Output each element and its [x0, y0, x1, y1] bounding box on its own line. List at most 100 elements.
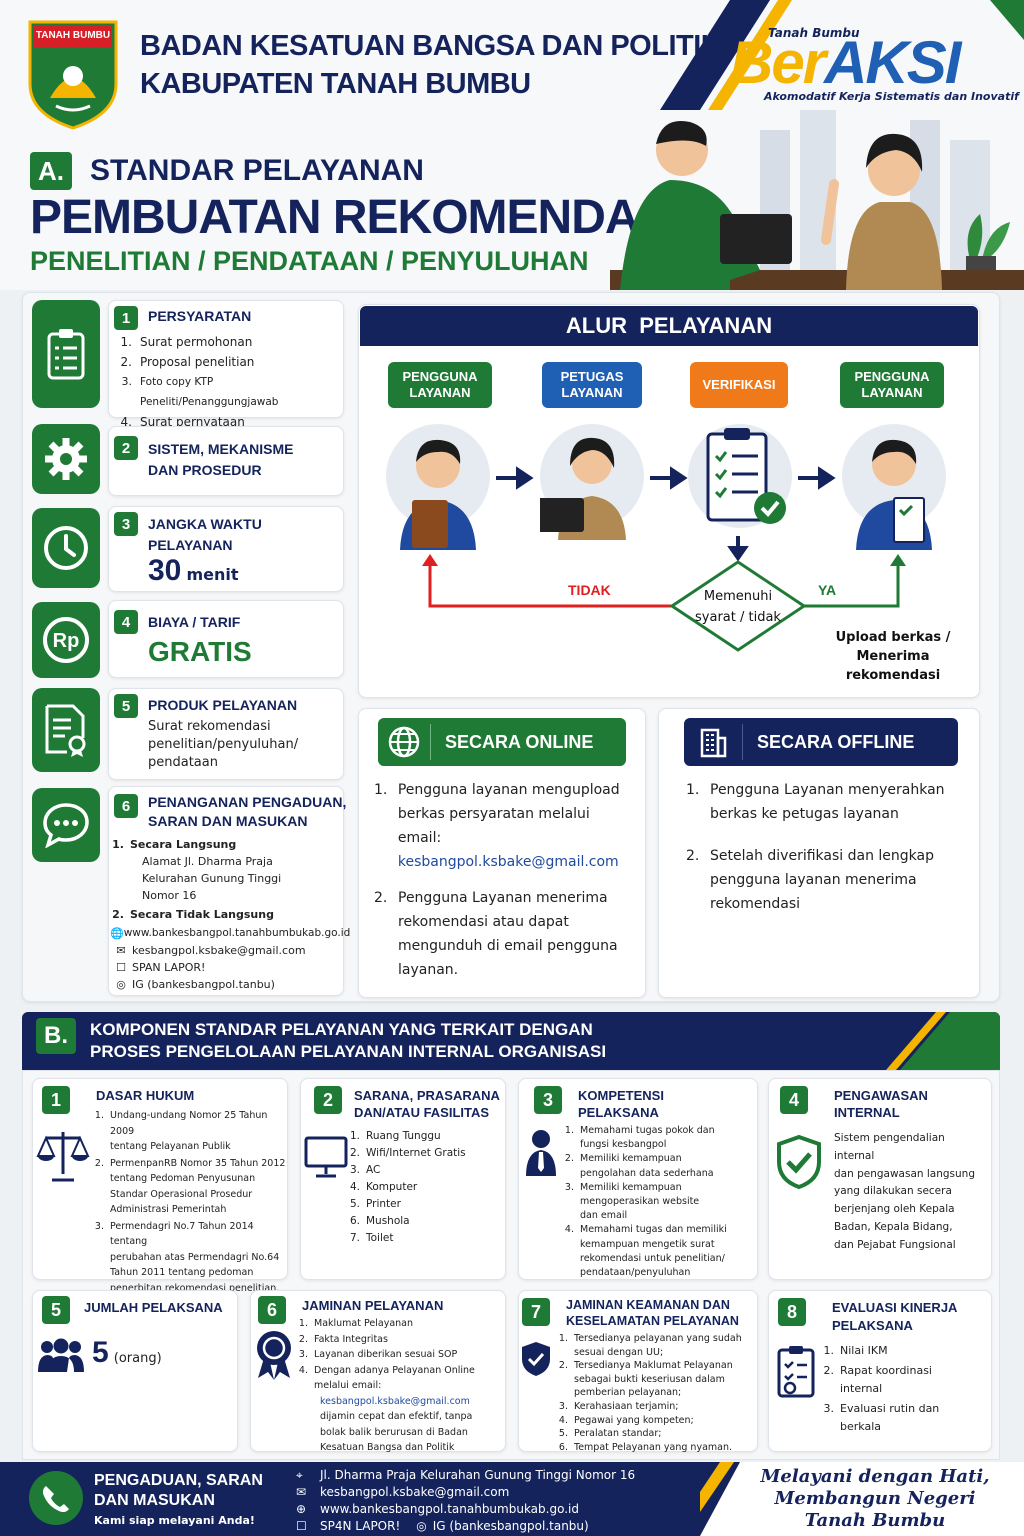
security-guarantee-title-line1: JAMINAN KEAMANAN DAN — [566, 1298, 730, 1312]
list-item: 2.Proposal penelitian — [120, 355, 255, 369]
fee-value: GRATIS — [148, 636, 252, 667]
time-title-line1: JANGKA WAKTU — [148, 516, 262, 532]
competence-title-line2: PELAKSANA — [578, 1105, 659, 1120]
section-b-banner — [22, 1012, 1000, 1070]
shield-check-icon — [777, 1134, 821, 1190]
lapor-icon: ☐ — [296, 1519, 307, 1533]
globe-icon: 🌐 — [110, 927, 124, 940]
list-item: 4.Pegawai yang kompeten; — [558, 1414, 694, 1426]
section-b-title-line2: PROSES PENGELOLAAN PELAYANAN INTERNAL OR… — [90, 1042, 607, 1061]
item-number: 1 — [114, 306, 138, 330]
staff-count-unit: (orang) — [113, 1351, 162, 1366]
security-guarantee-card — [518, 1290, 758, 1452]
clock-icon — [44, 526, 88, 570]
span-lapor-link[interactable]: SPAN LAPOR! — [132, 961, 206, 974]
footer-website-link[interactable]: www.bankesbangpol.tanahbumbukab.go.id — [320, 1502, 579, 1516]
item-number: 6 — [114, 794, 138, 818]
building-icon — [684, 726, 742, 758]
brand-aksi: AKSI — [824, 29, 961, 96]
item-number: 4 — [114, 610, 138, 634]
footer — [0, 1462, 1024, 1536]
section-a-subtitle: PENELITIAN / PENDATAAN / PENYULUHAN — [30, 246, 589, 276]
system-card — [108, 426, 344, 496]
legal-basis-title: DASAR HUKUM — [96, 1088, 195, 1103]
list-item: 6.Tempat Pelayanan yang nyaman. — [558, 1441, 733, 1453]
footer-title-line1: PENGADUAN, SARAN — [94, 1472, 263, 1489]
org-name-line1: BADAN KESATUAN BANGSA DAN POLITIK — [140, 30, 722, 62]
instagram-icon: ◎ — [116, 978, 126, 991]
user-final-figure — [856, 439, 932, 550]
section-a-title1: STANDAR PELAYANAN — [90, 154, 424, 187]
list-item: 1.Surat permohonan — [120, 335, 253, 349]
item-number: 2 — [114, 436, 138, 460]
email-link[interactable]: kesbangpol.ksbake@gmail.com — [132, 944, 306, 957]
globe-icon: ⊕ — [296, 1502, 307, 1516]
item-number: 3 — [114, 512, 138, 536]
item-number: 5 — [42, 1296, 70, 1324]
brand-ber: Ber — [730, 29, 826, 96]
email-icon: ✉ — [296, 1485, 307, 1499]
list-item: 4.Komputer — [349, 1181, 418, 1193]
offline-steps: 1. Pengguna Layanan menyerahkan berkas k… — [686, 782, 945, 912]
list-item: 1.Ruang Tunggu — [349, 1130, 441, 1142]
emblem-text: TANAH BUMBU — [35, 30, 111, 41]
supervision-title-line2: INTERNAL — [834, 1105, 900, 1120]
clipboard-icon — [47, 329, 85, 380]
certificate-icon — [45, 704, 86, 757]
award-badge-icon — [257, 1331, 291, 1380]
brand-tagline: Akomodatif Kerja Sistematis dan Inovatif — [764, 90, 1019, 103]
flow-title-bar: ALUR PELAYANAN — [360, 306, 978, 346]
footer-email-link[interactable]: kesbangpol.ksbake@gmail.com — [320, 1485, 510, 1499]
flow-step-officer: PETUGAS LAYANAN — [542, 362, 642, 408]
item-number: 8 — [778, 1298, 806, 1326]
direct-channel-label: Secara Langsung — [130, 838, 237, 851]
guarantee-email-link[interactable]: kesbangpol.ksbake@gmail.com — [320, 1395, 470, 1407]
service-guarantee-title: JAMINAN PELAYANAN — [302, 1298, 444, 1313]
user-figure — [400, 439, 476, 550]
list-item: 7.Toilet — [349, 1232, 394, 1244]
offline-title: SECARA OFFLINE — [757, 731, 915, 752]
service-illustration — [610, 110, 1024, 290]
email-icon: ✉ — [116, 944, 126, 957]
product-icon-box — [32, 688, 100, 772]
supervision-title-line1: PENGAWASAN — [834, 1088, 928, 1103]
staff-count-value: 5 (orang) — [92, 1336, 162, 1370]
org-name-line2: KABUPATEN TANAH BUMBU — [140, 68, 531, 100]
footer-title-line2: DAN MASUKAN — [94, 1492, 215, 1509]
footer-instagram-link[interactable]: IG (bankesbangpol.tanbu) — [432, 1519, 589, 1533]
instagram-link[interactable]: IG (bankesbangpol.tanbu) — [132, 978, 275, 991]
complaint-details: 1.Secara Langsung Alamat Jl. Dharma Praj… — [110, 838, 351, 991]
checklist-icon — [706, 428, 786, 524]
rupiah-icon: Rp — [43, 617, 89, 663]
online-email-link[interactable]: kesbangpol.ksbake@gmail.com — [397, 854, 619, 870]
product-text: Surat rekomendasi penelitian/penyuluhan/… — [148, 719, 299, 770]
indirect-channel-label: Secara Tidak Langsung — [130, 908, 274, 921]
footer-slogan: Melayani dengan Hati, Membangun Negeri T… — [760, 1466, 990, 1531]
footer-lapor-link[interactable]: SP4N LAPOR! — [320, 1519, 401, 1533]
list-item: 3.Foto copy KTP Peneliti/Penanggungjawab — [121, 375, 279, 408]
facilities-title-line1: SARANA, PRASARANA — [354, 1088, 500, 1103]
list-item: 4.Surat pernyataan — [120, 415, 245, 429]
time-value: 30 menit — [148, 554, 239, 588]
service-guarantee-card — [250, 1290, 506, 1452]
item-number: 7 — [522, 1298, 550, 1326]
phone-chat-icon — [29, 1471, 83, 1525]
product-card — [108, 688, 344, 780]
chat-bubble-icon — [43, 803, 89, 848]
list-item: 5.Printer — [349, 1198, 401, 1210]
website-link[interactable]: www.bankesbangpol.tanahbumbukab.go.id — [123, 927, 351, 939]
footer-contacts: ⌖Jl. Dharma Praja Kelurahan Gunung Tingg… — [296, 1467, 696, 1535]
people-group-icon — [38, 1338, 84, 1372]
instagram-icon: ◎ — [416, 1519, 427, 1533]
